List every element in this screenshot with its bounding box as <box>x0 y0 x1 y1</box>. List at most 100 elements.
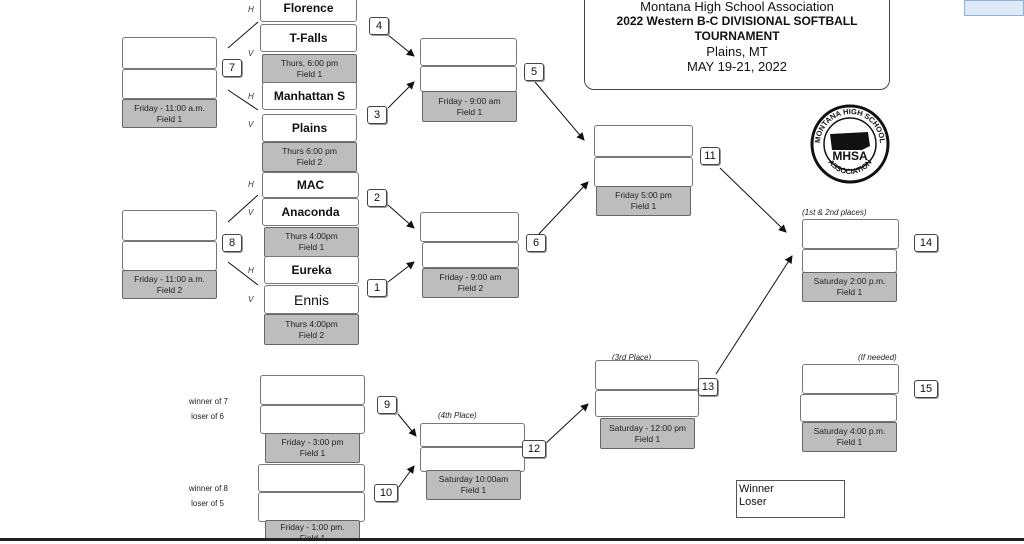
tournament-title-box: Montana High School Association 2022 Wes… <box>584 0 890 90</box>
visitor-label: V <box>248 208 254 217</box>
team-slot-mac[interactable]: MAC <box>262 172 359 198</box>
game15-slot-bottom[interactable] <box>800 394 897 422</box>
game4-field: Field 1 <box>296 69 323 79</box>
game5-time: Friday - 9:00 am <box>438 95 501 106</box>
game-number-15: 15 <box>914 380 938 398</box>
game-number-9: 9 <box>377 396 397 414</box>
game14-field: Field 1 <box>836 287 863 297</box>
game2-field: Field 1 <box>298 242 325 252</box>
game9-info: Friday - 3:00 pm Field 1 <box>265 433 360 463</box>
game-number-10: 10 <box>374 484 398 502</box>
side-label-winner-of-8: winner of 8 <box>188 484 228 493</box>
game-number-8: 8 <box>222 234 242 252</box>
game-number-13: 13 <box>698 378 718 396</box>
game-number-2: 2 <box>367 189 387 207</box>
game12-field: Field 1 <box>460 485 487 495</box>
game3-field: Field 2 <box>296 157 323 167</box>
game8-info: Friday - 11:00 a.m. Field 2 <box>122 270 217 299</box>
game13-info: Saturday - 12:00 pm Field 1 <box>600 418 695 449</box>
home-label: H <box>248 92 254 101</box>
game8-slot-bottom[interactable] <box>122 241 217 271</box>
game12-time: Saturday 10:00am <box>438 474 509 484</box>
game6-field: Field 2 <box>457 283 484 293</box>
game7-field: Field 1 <box>156 113 183 124</box>
game1-info: Thurs 4:00pm Field 2 <box>264 314 359 345</box>
game10-slot-top[interactable] <box>258 464 365 492</box>
game6-time: Friday - 9:00 am <box>439 272 502 282</box>
game11-time: Friday 5:00 pm <box>615 190 672 200</box>
team-slot-eureka[interactable]: Eureka <box>264 256 359 284</box>
side-label-loser-of-6: loser of 6 <box>191 412 224 421</box>
game-number-5: 5 <box>524 63 544 81</box>
game14-slot-bottom[interactable] <box>802 249 897 273</box>
team-slot-ennis[interactable]: Ennis <box>264 285 359 314</box>
side-label-winner-of-7: winner of 7 <box>188 397 228 406</box>
game3-info: Thurs 6:00 pm Field 2 <box>262 142 357 172</box>
game9-slot-top[interactable] <box>260 375 365 405</box>
game15-info: Saturday 4:00 p.m. Field 1 <box>802 422 897 452</box>
game13-slot-top[interactable] <box>595 360 699 390</box>
game7-slot-top[interactable] <box>122 37 217 69</box>
game7-time: Friday - 11:00 a.m. <box>134 102 205 113</box>
game7-info: Friday - 11:00 a.m. Field 1 <box>122 99 217 128</box>
corner-box <box>964 0 1024 16</box>
game2-time: Thurs 4:00pm <box>285 231 338 241</box>
game11-slot-bottom[interactable] <box>594 157 693 187</box>
visitor-label: V <box>248 49 254 58</box>
game13-time: Saturday - 12:00 pm <box>608 422 686 433</box>
game15-time: Saturday 4:00 p.m. <box>813 426 886 436</box>
game12-slot-top[interactable] <box>420 423 525 447</box>
game15-field: Field 1 <box>836 437 863 447</box>
game-number-4: 4 <box>369 17 389 35</box>
game1-time: Thurs 4:00pm <box>285 318 338 329</box>
game13-slot-bottom[interactable] <box>595 390 699 417</box>
game14-slot-top[interactable] <box>802 219 899 249</box>
team-slot-tfalls[interactable]: T-Falls <box>260 24 357 52</box>
team-slot-manhattan[interactable]: Manhattan S <box>262 82 357 110</box>
game1-field: Field 2 <box>298 329 325 340</box>
game-number-7: 7 <box>222 59 242 77</box>
title-line-2: 2022 Western B-C DIVISIONAL SOFTBALL <box>616 14 858 28</box>
title-line-5: MAY 19-21, 2022 <box>687 59 787 74</box>
page-bottom-border <box>0 538 1024 541</box>
game11-field: Field 1 <box>630 201 657 211</box>
game6-info: Friday - 9:00 am Field 2 <box>422 268 519 298</box>
game2-info: Thurs 4:00pm Field 1 <box>264 227 359 257</box>
game9-field: Field 1 <box>299 448 326 458</box>
game9-slot-bottom[interactable] <box>260 405 365 434</box>
game8-time: Friday - 11:00 a.m. <box>134 273 205 284</box>
game12-slot-bottom[interactable] <box>420 447 525 472</box>
team-slot-anaconda[interactable]: Anaconda <box>262 198 359 226</box>
game4-time: Thurs, 6:00 pm <box>280 58 339 68</box>
game8-slot-top[interactable] <box>122 210 217 241</box>
game3-time: Thurs 6:00 pm <box>282 146 337 156</box>
game12-note: (4th Place) <box>438 411 477 420</box>
visitor-label: V <box>248 295 254 304</box>
game7-slot-bottom[interactable] <box>122 69 217 99</box>
game5-slot-bottom[interactable] <box>420 66 517 92</box>
side-label-loser-of-5: loser of 5 <box>191 499 224 508</box>
game10-slot-bottom[interactable] <box>258 492 365 522</box>
home-label: H <box>248 5 254 14</box>
game9-time: Friday - 3:00 pm <box>281 437 344 447</box>
game14-note: (1st & 2nd places) <box>802 208 867 217</box>
game15-slot-top[interactable] <box>802 364 899 394</box>
game11-slot-top[interactable] <box>594 125 693 157</box>
winner-loser-legend: Winner Loser <box>736 480 845 518</box>
game13-note: (3rd Place) <box>612 353 652 362</box>
team-slot-plains[interactable]: Plains <box>262 114 357 142</box>
game6-slot-bottom[interactable] <box>422 242 519 268</box>
game5-slot-top[interactable] <box>420 38 517 66</box>
visitor-label: V <box>248 120 254 129</box>
game6-slot-top[interactable] <box>420 212 519 242</box>
game-number-1: 1 <box>367 279 387 297</box>
home-label: H <box>248 266 254 275</box>
game-number-11: 11 <box>700 147 720 165</box>
svg-text:MHSA: MHSA <box>832 149 868 163</box>
game4-info: Thurs, 6:00 pm Field 1 <box>262 54 357 84</box>
team-slot-florence[interactable]: Florence <box>260 0 357 22</box>
game5-info: Friday - 9:00 am Field 1 <box>422 91 517 122</box>
game5-field: Field 1 <box>456 106 483 117</box>
game-number-14: 14 <box>914 234 938 252</box>
game12-info: Saturday 10:00am Field 1 <box>426 470 521 500</box>
